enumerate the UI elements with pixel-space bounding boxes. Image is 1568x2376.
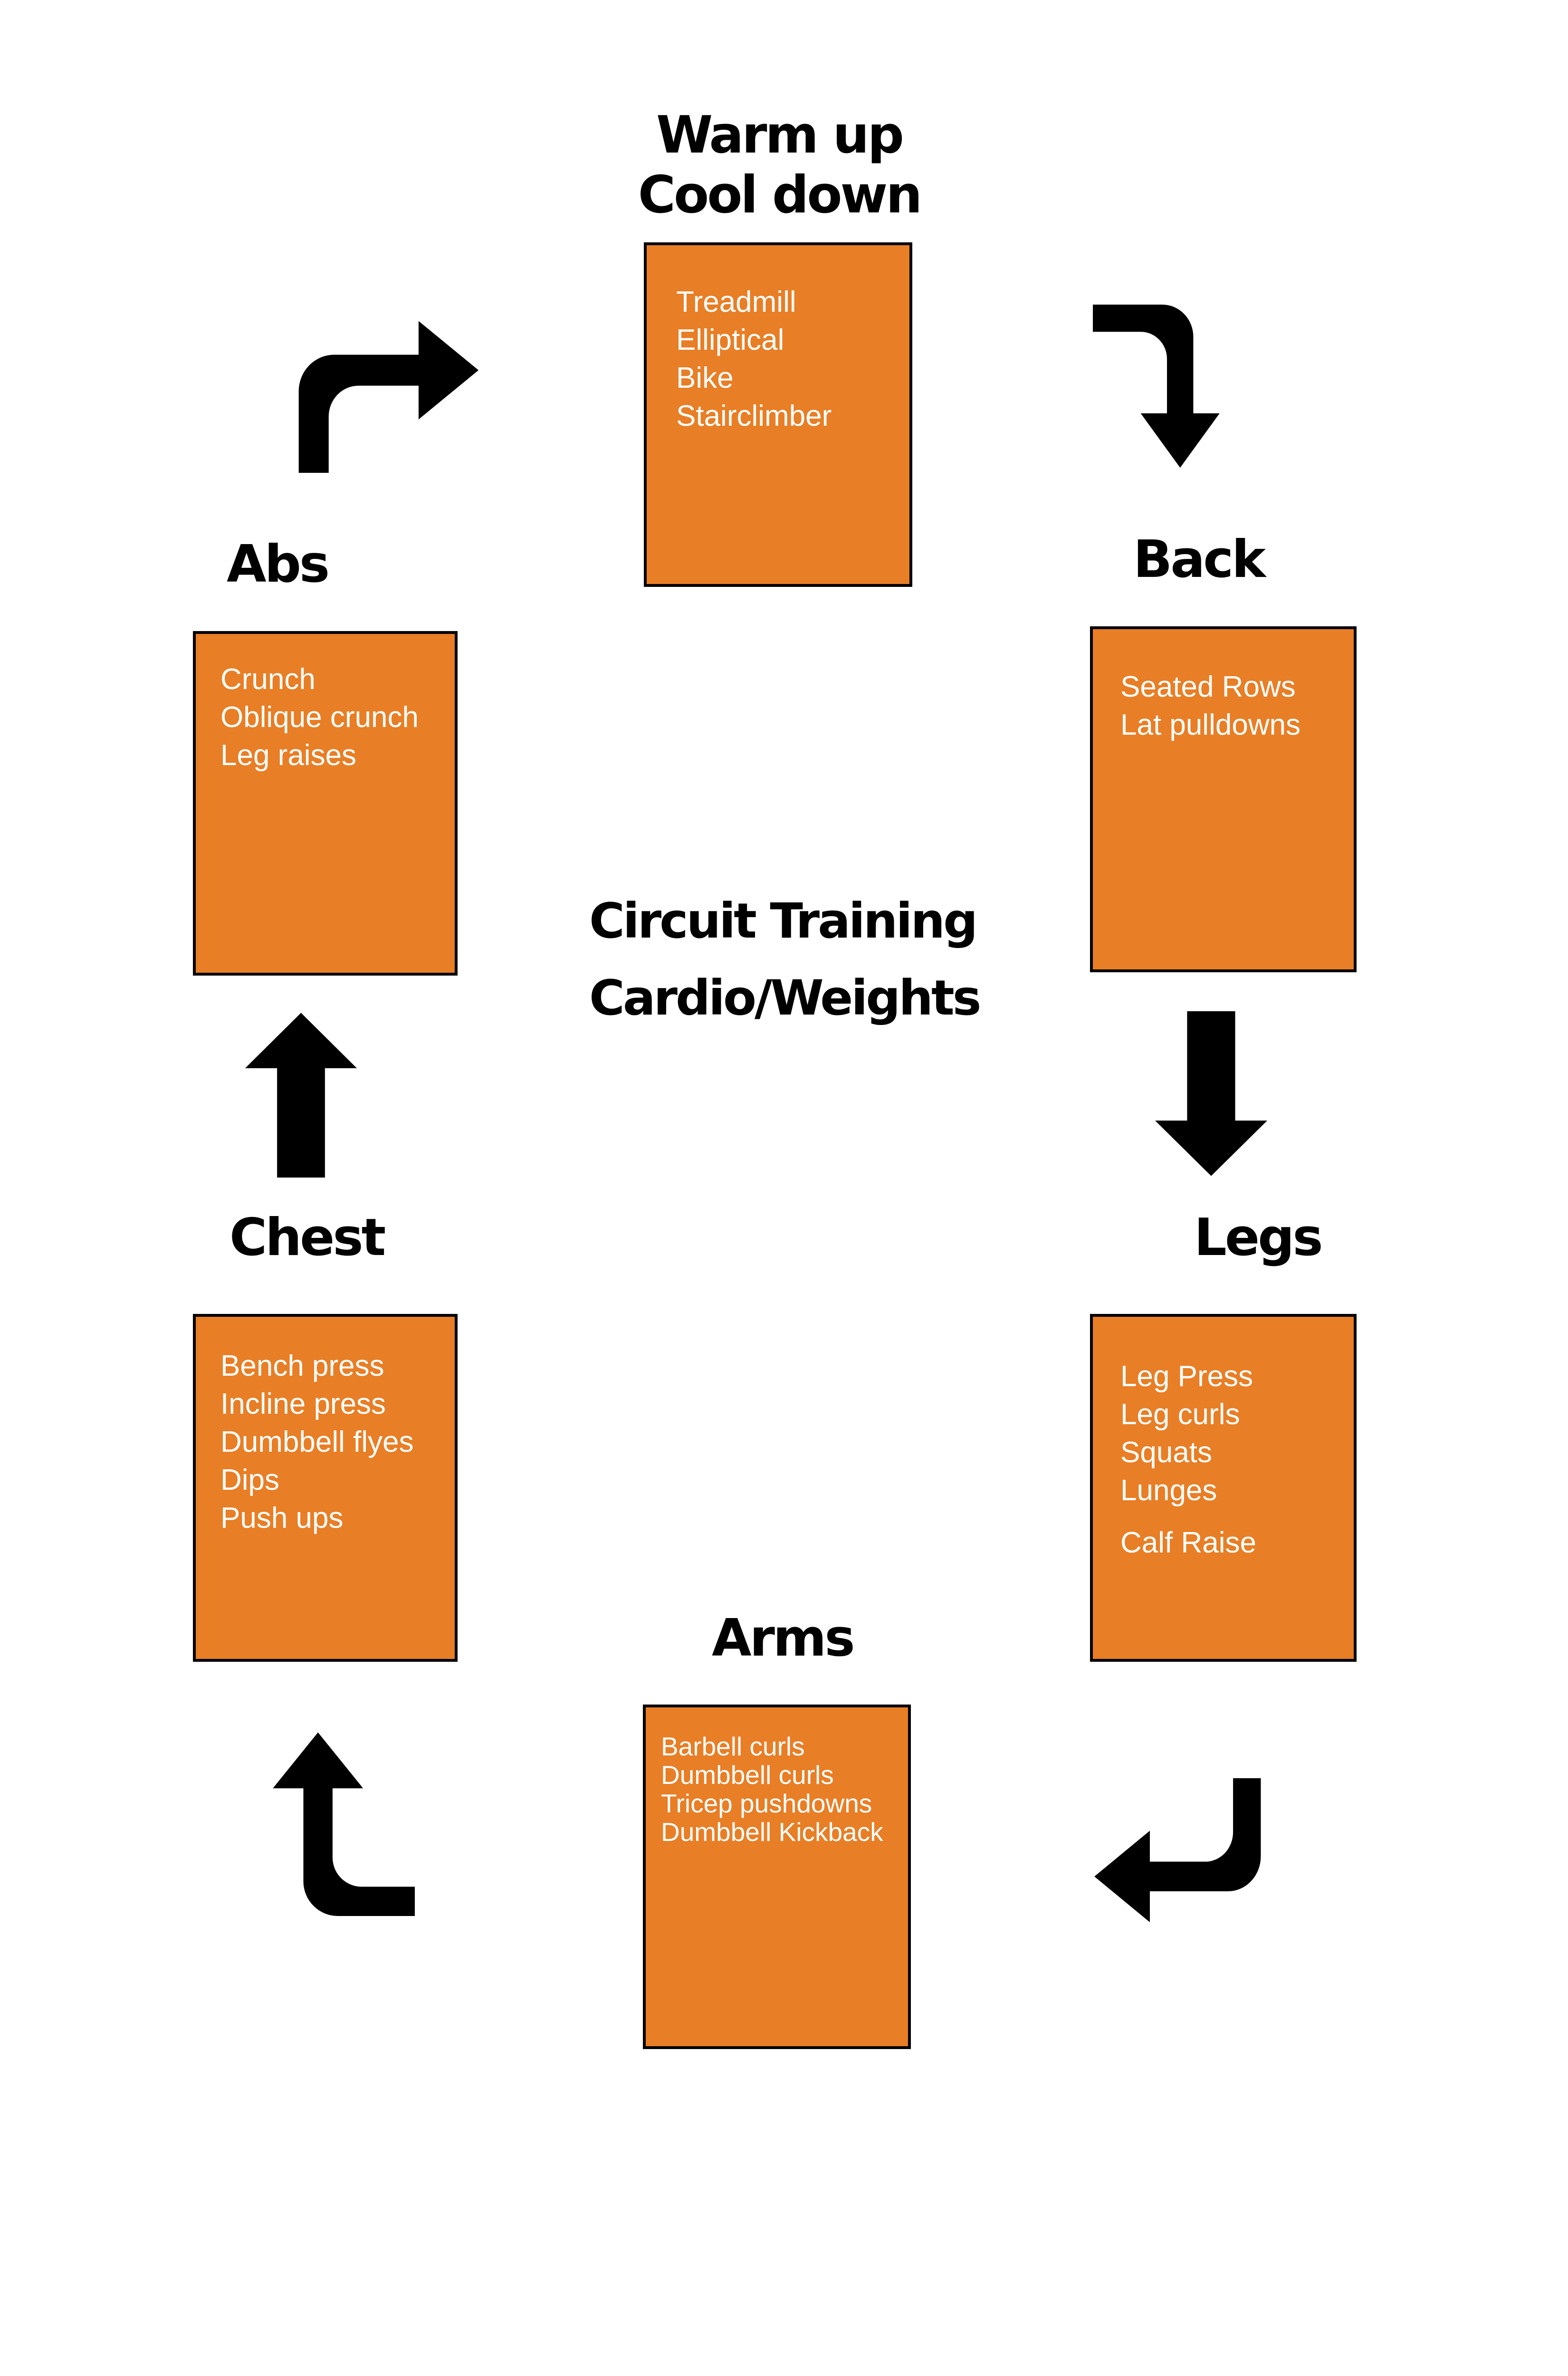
back-station-title: Back: [1133, 530, 1266, 589]
exercise-item: Stairclimber: [676, 400, 832, 432]
exercise-item: Bike: [676, 362, 734, 394]
exercise-item: Calf Raise: [1120, 1526, 1256, 1559]
turn-left-to-up-arrow-icon: [273, 1732, 415, 1916]
exercise-item: Oblique crunch: [220, 701, 419, 734]
warmup-exercise-box: Treadmill Elliptical Bike Stairclimber: [644, 242, 912, 587]
exercise-item: Lat pulldowns: [1120, 709, 1301, 741]
exercise-item: Dumbbell curls: [661, 1760, 834, 1790]
exercise-item: Leg curls: [1120, 1398, 1240, 1431]
exercise-item: Push ups: [220, 1502, 344, 1534]
exercise-item: Treadmill: [676, 286, 796, 318]
exercise-item: Seated Rows: [1120, 671, 1296, 703]
warmup-title-line1: Warm up: [656, 105, 904, 165]
exercise-item: Barbell curls: [661, 1732, 805, 1761]
diagram-title-line2: Cardio/Weights: [589, 970, 981, 1026]
exercise-item: Incline press: [220, 1388, 386, 1420]
abs-station-title: Abs: [227, 535, 330, 594]
diagram-title: Circuit Training Cardio/Weights: [589, 883, 981, 1037]
exercise-item: Squats: [1120, 1436, 1213, 1469]
exercise-item: Dumbbell Kickback: [661, 1817, 883, 1847]
up-arrow-icon: [245, 1013, 357, 1178]
exercise-item: Bench press: [220, 1350, 384, 1382]
turn-up-to-right-arrow-icon: [298, 321, 479, 473]
exercise-item: Dumbbell flyes: [220, 1426, 414, 1458]
back-exercise-box: Seated Rows Lat pulldowns: [1090, 626, 1357, 972]
legs-exercise-box: Leg Press Leg curls Squats Lunges Calf R…: [1090, 1314, 1357, 1662]
exercise-item: Elliptical: [676, 324, 784, 356]
exercise-item: Leg Press: [1120, 1360, 1253, 1393]
arms-exercise-box: Barbell curls Dumbbell curls Tricep push…: [643, 1705, 911, 2049]
warmup-station-title: Warm up Cool down: [637, 105, 922, 225]
exercise-item: Lunges: [1120, 1474, 1217, 1507]
down-arrow-icon: [1155, 1011, 1267, 1176]
turn-down-to-left-arrow-icon: [1094, 1778, 1261, 1923]
exercise-item: Crunch: [220, 663, 316, 696]
warmup-title-line2: Cool down: [638, 165, 922, 225]
abs-exercise-box: Crunch Oblique crunch Leg raises: [193, 631, 458, 976]
legs-station-title: Legs: [1194, 1208, 1323, 1267]
chest-station-title: Chest: [229, 1208, 386, 1267]
exercise-item: Tricep pushdowns: [661, 1789, 872, 1818]
turn-right-to-down-arrow-icon: [1093, 305, 1220, 468]
diagram-title-line1: Circuit Training: [589, 893, 978, 949]
arms-station-title: Arms: [712, 1609, 855, 1668]
chest-exercise-box: Bench press Incline press Dumbbell flyes…: [193, 1314, 458, 1662]
exercise-item: Leg raises: [220, 739, 357, 772]
exercise-item: Dips: [220, 1464, 280, 1496]
